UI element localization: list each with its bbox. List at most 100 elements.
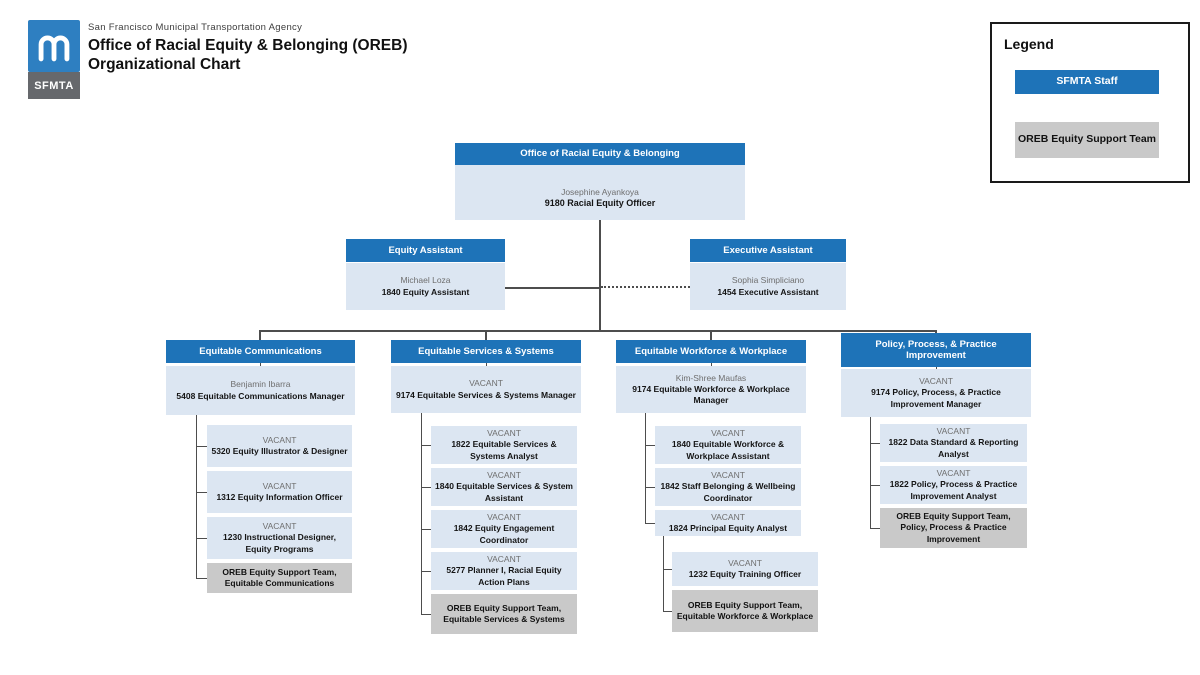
manager-name: VACANT bbox=[919, 376, 953, 387]
connector-dept2-tick bbox=[421, 487, 431, 488]
connector-dept2-tick bbox=[421, 445, 431, 446]
role-title: 1842 Equity Engagement Coordinator bbox=[453, 523, 555, 545]
dept3-nested-role-box: VACANT 1232 Equity Training Officer bbox=[672, 552, 818, 586]
connector-dept2-tick bbox=[421, 614, 431, 615]
connector-dept4-vertical bbox=[870, 417, 871, 528]
sfmta-logo-wordmark: SFMTA bbox=[28, 72, 80, 99]
dept1-support-box: OREB Equity Support Team, Equitable Comm… bbox=[207, 563, 352, 593]
manager-title: 9174 Policy, Process, & Practice Improve… bbox=[871, 387, 1001, 409]
role-title: 1822 Data Standard & Reporting Analyst bbox=[888, 437, 1019, 459]
connector-executive-assistant-dotted bbox=[601, 286, 690, 288]
equity-assistant-title: 1840 Equity Assistant bbox=[381, 286, 470, 297]
manager-name: VACANT bbox=[469, 378, 503, 389]
manager-name: Kim-Shree Maufas bbox=[675, 372, 747, 383]
role-status: VACANT bbox=[936, 426, 971, 437]
sfmta-logo bbox=[28, 20, 80, 72]
role-title: 5277 Planner I, Racial Equity Action Pla… bbox=[446, 565, 562, 587]
role-status: VACANT bbox=[487, 428, 521, 439]
dept4-role-box: VACANT 1822 Data Standard & Reporting An… bbox=[880, 424, 1027, 462]
legend: Legend SFMTA Staff OREB Equity Support T… bbox=[990, 22, 1190, 183]
connector-dept3-nested-tick bbox=[663, 569, 672, 570]
dept2-role-box: VACANT 1842 Equity Engagement Coordinato… bbox=[431, 510, 577, 548]
connector-dept3-nested-vertical bbox=[663, 536, 664, 611]
connector-dept1-tick bbox=[196, 538, 207, 539]
executive-assistant-header: Executive Assistant bbox=[690, 239, 846, 262]
role-title: 1822 Equitable Services & Systems Analys… bbox=[451, 439, 557, 461]
dept2-header: Equitable Services & Systems bbox=[391, 340, 581, 363]
dept2-support-box: OREB Equity Support Team, Equitable Serv… bbox=[431, 594, 577, 634]
connector-dept3-header-tick bbox=[711, 363, 712, 366]
dept1-header: Equitable Communications bbox=[166, 340, 355, 363]
executive-assistant-title: 1454 Executive Assistant bbox=[717, 286, 819, 297]
root-title: 9180 Racial Equity Officer bbox=[544, 198, 656, 209]
dept3-role-box: VACANT 1842 Staff Belonging & Wellbeing … bbox=[655, 468, 801, 506]
executive-assistant-box: Sophia Simpliciano 1454 Executive Assist… bbox=[690, 263, 846, 310]
dept4-header: Policy, Process, & Practice Improvement bbox=[841, 333, 1031, 367]
role-title: 1822 Policy, Process & Practice Improvem… bbox=[889, 479, 1018, 501]
legend-title: Legend bbox=[1004, 36, 1054, 52]
role-status: VACANT bbox=[262, 521, 297, 532]
manager-title: 9174 Equitable Workforce & Workplace Man… bbox=[632, 383, 790, 406]
connector-stub-dept1 bbox=[259, 331, 261, 341]
role-status: VACANT bbox=[711, 470, 745, 481]
page-subtitle: Organizational Chart bbox=[88, 55, 241, 73]
role-status: VACANT bbox=[487, 470, 521, 481]
connector-root-vertical bbox=[599, 220, 601, 332]
role-title: 1840 Equitable Services & System Assista… bbox=[435, 481, 573, 503]
root-header: Office of Racial Equity & Belonging bbox=[455, 143, 745, 165]
muni-worm-icon bbox=[38, 35, 70, 62]
role-status: VACANT bbox=[262, 480, 297, 491]
dept1-role-box: VACANT 1312 Equity Information Officer bbox=[207, 471, 352, 513]
dept1-role-box: VACANT 1230 Instructional Designer, Equi… bbox=[207, 517, 352, 559]
connector-dept3-tick bbox=[645, 445, 655, 446]
connector-dept4-tick bbox=[870, 485, 880, 486]
executive-assistant-name: Sophia Simpliciano bbox=[731, 275, 805, 286]
role-status: VACANT bbox=[936, 468, 971, 479]
dept3-support-box: OREB Equity Support Team, Equitable Work… bbox=[672, 590, 818, 632]
dept4-role-box: VACANT 1822 Policy, Process & Practice I… bbox=[880, 466, 1027, 504]
connector-dept1-header-tick bbox=[260, 363, 261, 366]
role-title: 1230 Instructional Designer, Equity Prog… bbox=[223, 532, 336, 554]
role-status: VACANT bbox=[711, 511, 745, 522]
dept3-role-box: VACANT 1824 Principal Equity Analyst bbox=[655, 510, 801, 536]
connector-dept3-tick bbox=[645, 487, 655, 488]
legend-oreb-support-team: OREB Equity Support Team bbox=[1015, 122, 1159, 158]
page-title-block: San Francisco Municipal Transportation A… bbox=[88, 22, 408, 75]
equity-assistant-header: Equity Assistant bbox=[346, 239, 505, 262]
connector-distribution-horizontal bbox=[259, 330, 937, 332]
dept2-role-box: VACANT 1822 Equitable Services & Systems… bbox=[431, 426, 577, 464]
dept1-manager-box: Benjamin Ibarra 5408 Equitable Communica… bbox=[166, 366, 355, 415]
connector-dept3-nested-tick bbox=[663, 611, 672, 612]
role-title: 1824 Principal Equity Analyst bbox=[668, 523, 788, 533]
connector-dept4-tick bbox=[870, 528, 880, 529]
root-name: Josephine Ayankoya bbox=[561, 187, 639, 198]
role-status: VACANT bbox=[711, 428, 745, 439]
dept3-manager-box: Kim-Shree Maufas 9174 Equitable Workforc… bbox=[616, 366, 806, 413]
connector-dept3-tick bbox=[645, 523, 655, 524]
role-status: VACANT bbox=[262, 434, 297, 445]
connector-stub-dept3 bbox=[710, 331, 712, 341]
connector-dept2-tick bbox=[421, 571, 431, 572]
connector-stub-dept2 bbox=[485, 331, 487, 341]
connector-equity-assistant bbox=[505, 287, 600, 289]
connector-dept1-tick bbox=[196, 492, 207, 493]
dept2-manager-box: VACANT 9174 Equitable Services & Systems… bbox=[391, 366, 581, 413]
role-status: VACANT bbox=[728, 557, 762, 568]
connector-dept3-vertical bbox=[645, 413, 646, 523]
equity-assistant-name: Michael Loza bbox=[400, 275, 451, 286]
dept2-role-box: VACANT 1840 Equitable Services & System … bbox=[431, 468, 577, 506]
dept3-header: Equitable Workforce & Workplace bbox=[616, 340, 806, 363]
role-title: 5320 Equity Illustrator & Designer bbox=[211, 446, 348, 456]
role-title: 1840 Equitable Workforce & Workplace Ass… bbox=[671, 439, 785, 461]
manager-name: Benjamin Ibarra bbox=[230, 379, 291, 390]
dept4-support-box: OREB Equity Support Team, Policy, Proces… bbox=[880, 508, 1027, 548]
manager-title: 5408 Equitable Communications Manager bbox=[176, 390, 345, 401]
dept3-role-box: VACANT 1840 Equitable Workforce & Workpl… bbox=[655, 426, 801, 464]
manager-title: 9174 Equitable Services & Systems Manage… bbox=[395, 389, 576, 400]
connector-dept1-tick bbox=[196, 446, 207, 447]
connector-dept2-tick bbox=[421, 529, 431, 530]
page-title: Office of Racial Equity & Belonging (ORE… bbox=[88, 36, 408, 54]
dept2-role-box: VACANT 5277 Planner I, Racial Equity Act… bbox=[431, 552, 577, 590]
dept1-role-box: VACANT 5320 Equity Illustrator & Designe… bbox=[207, 425, 352, 467]
